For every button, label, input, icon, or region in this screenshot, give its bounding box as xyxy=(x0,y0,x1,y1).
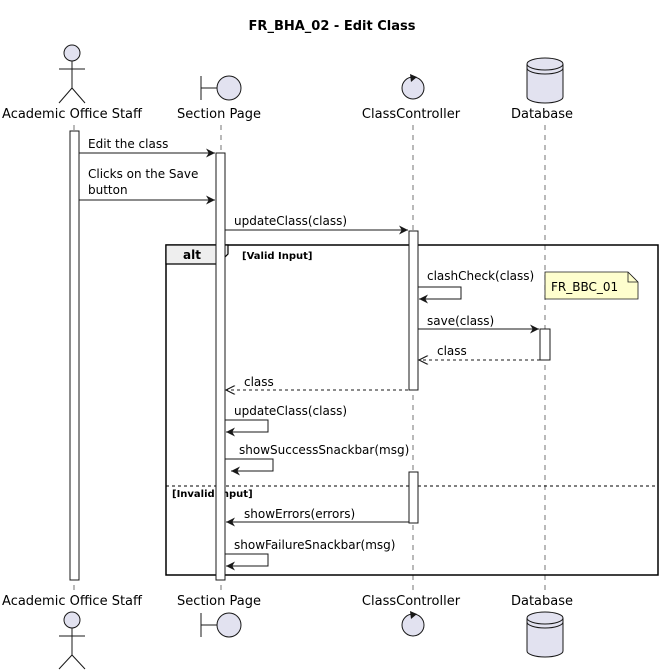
message-label-show-errors: showErrors(errors) xyxy=(244,507,355,521)
participant-label-db-bottom: Database xyxy=(511,594,573,609)
activation-controller-2 xyxy=(408,471,419,524)
note-shape xyxy=(544,271,639,300)
activation-staff xyxy=(69,130,80,581)
fragment-guard-valid: [Valid Input] xyxy=(242,251,312,262)
database-icon-bottom xyxy=(526,611,564,658)
control-icon-bottom xyxy=(401,611,425,637)
participant-label-staff-top: Academic Office Staff xyxy=(2,107,143,122)
boundary-icon-top xyxy=(200,75,242,101)
participant-label-db-top: Database xyxy=(511,107,573,122)
message-label-return-db: class xyxy=(437,344,467,358)
message-label-clash-check: clashCheck(class) xyxy=(427,269,534,283)
participant-label-page-top: Section Page xyxy=(177,107,261,122)
participant-label-page-bottom: Section Page xyxy=(177,594,261,609)
message-arrow-show-success xyxy=(225,458,274,476)
control-icon-top xyxy=(401,74,425,100)
actor-icon-bottom xyxy=(58,611,86,670)
activation-db xyxy=(539,328,551,361)
participants-bottom: Academic Office Staff Section Page Class… xyxy=(2,594,573,670)
participant-label-controller-top: ClassController xyxy=(362,107,461,122)
message-label-clicks-save-line1: Clicks on the Save xyxy=(88,167,198,181)
actor-icon-top xyxy=(58,44,86,104)
activation-page xyxy=(215,152,226,581)
messages: Edit the class Clicks on the Save button… xyxy=(79,137,540,571)
message-label-edit-class: Edit the class xyxy=(88,137,168,151)
participant-label-staff-bottom: Academic Office Staff xyxy=(2,594,143,609)
message-label-show-failure: showFailureSnackbar(msg) xyxy=(234,538,395,552)
diagram-title: FR_BHA_02 - Edit Class xyxy=(249,19,416,34)
message-arrow-clash-check xyxy=(418,286,462,304)
boundary-icon-bottom xyxy=(200,612,242,638)
note: FR_BBC_01 xyxy=(544,271,639,300)
fragment-guard-invalid: [Invalid Input] xyxy=(172,489,253,500)
database-icon-top xyxy=(526,57,564,104)
message-label-update-class: updateClass(class) xyxy=(234,214,347,228)
message-label-show-success: showSuccessSnackbar(msg) xyxy=(239,443,409,457)
note-fold xyxy=(627,272,638,283)
activation-controller-1 xyxy=(408,230,419,391)
activations xyxy=(69,130,551,581)
message-label-update-class-self: updateClass(class) xyxy=(234,404,347,418)
participant-label-controller-bottom: ClassController xyxy=(362,594,461,609)
message-arrow-update-class-self xyxy=(225,419,269,437)
message-label-clicks-save-line2: button xyxy=(88,183,128,197)
message-arrow-show-failure xyxy=(225,553,269,571)
message-label-save: save(class) xyxy=(427,314,494,328)
note-text: FR_BBC_01 xyxy=(551,280,618,294)
fragment-operator-label: alt xyxy=(183,248,201,262)
participants-top: Academic Office Staff Section Page Class… xyxy=(2,44,573,122)
message-label-return-controller: class xyxy=(244,375,274,389)
